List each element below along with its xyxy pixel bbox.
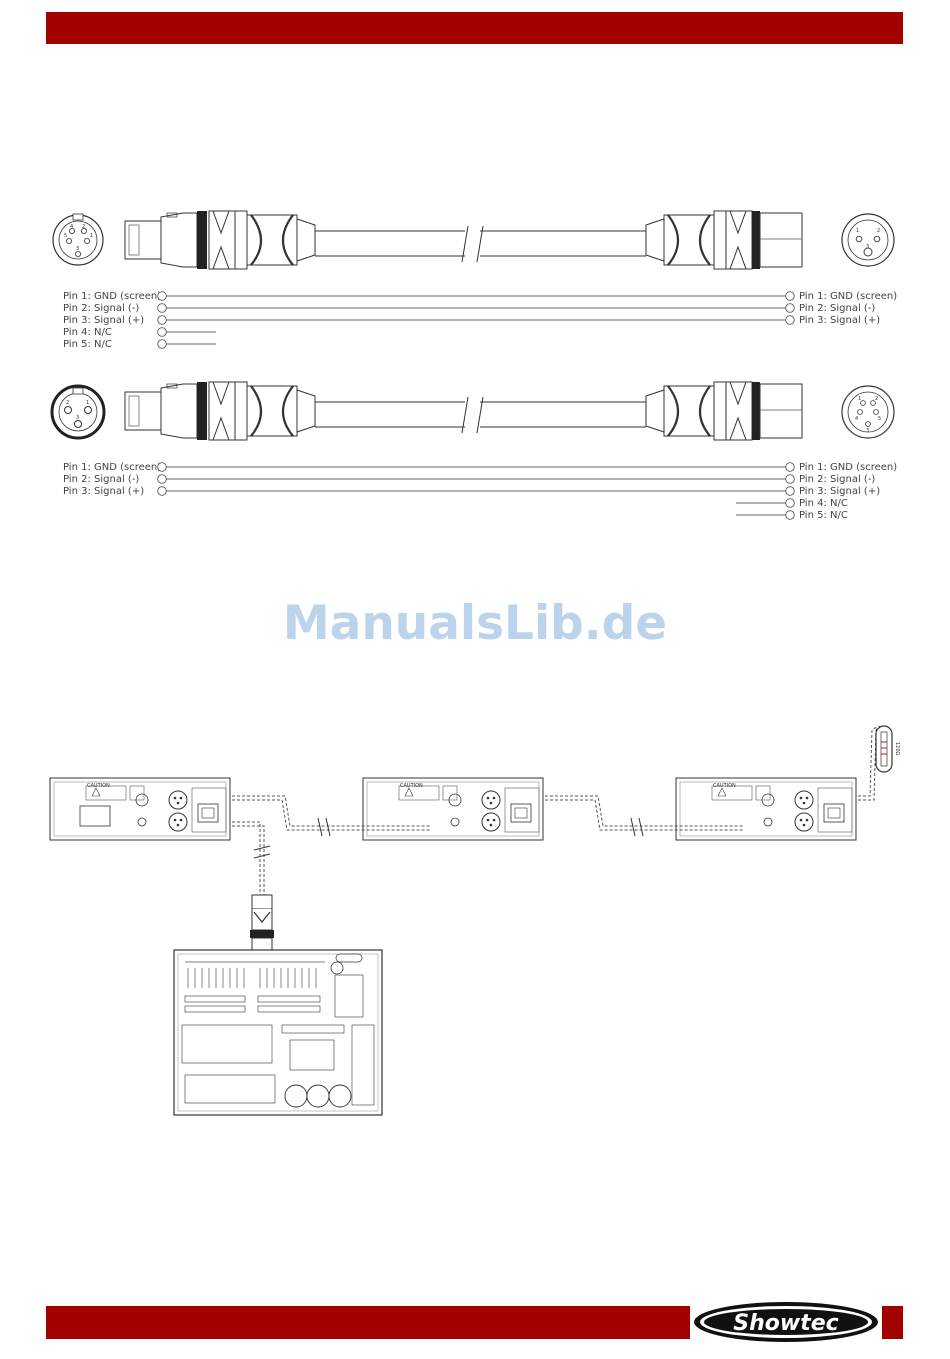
pin-digit: 2 [66,400,69,406]
left-pin-label: Pin 4: N/C [63,327,112,338]
resistor-label: 120Ω [894,742,900,756]
right-pin-label: Pin 3: Signal (+) [799,315,880,326]
pin-digit: 2 [82,224,85,230]
pin-digit: 3 [76,246,79,252]
pinout-5pin-to-3pin: Pin 1: GND (screen) Pin 2: Signal (-) Pi… [63,291,897,350]
cable-3pin-to-5pin: 2 1 3 4 5 3 1 2 Pin 1: GND ( [50,380,897,521]
lighting-controller [173,949,383,1116]
cable-5pin-to-3pin: 5 1 3 4 2 1 2 3 Pin 1: GND (screen) [52,209,897,350]
cable-body [315,396,646,434]
pinout-3pin-to-5pin: Pin 1: GND (screen) Pin 2: Signal (-) Pi… [63,462,897,521]
pin-digit: 1 [86,400,89,406]
watermark-text: ManualsLib.de [282,596,668,651]
right-pin-label: Pin 2: Signal (-) [799,303,875,314]
logo-text: Showtec [733,1311,838,1336]
dmx-chain: CAUTION CAUTION CAUTION [49,725,900,1116]
right-pin-label: Pin 3: Signal (+) [799,486,880,497]
showtec-logo: Showtec [694,1302,878,1342]
right-pin-label: Pin 5: N/C [799,510,848,521]
right-pin-label: Pin 4: N/C [799,498,848,509]
left-pin-label: Pin 1: GND (screen) [63,462,161,473]
pin-digit: 3 [866,244,869,250]
pin-digit: 5 [64,233,67,239]
left-pin-label: Pin 2: Signal (-) [63,303,139,314]
female-xlr-plug [123,209,317,271]
right-pin-label: Pin 1: GND (screen) [799,291,897,302]
left-pin-label: Pin 3: Signal (+) [63,315,144,326]
pin-digit: 4 [70,224,73,230]
caution-label: CAUTION [400,783,423,789]
cable-body [315,225,646,263]
top-header-bar [46,12,903,44]
male-xlr-plug [644,380,804,442]
male-5pin-face-connector: 4 5 3 1 2 [841,385,895,439]
female-xlr-plug [123,380,317,442]
pin-digit: 1 [856,228,859,234]
bottom-footer-bar-end [882,1306,903,1339]
right-pin-label: Pin 1: GND (screen) [799,462,897,473]
pin-digit: 2 [875,396,878,402]
pin-digit: 5 [878,416,881,422]
fixture-2: CAUTION [362,777,544,841]
pin-digit: 3 [76,415,79,421]
bottom-footer-bar [46,1306,690,1339]
female-5pin-face-connector: 5 1 3 4 2 [52,213,104,266]
left-pin-label: Pin 1: GND (screen) [63,291,161,302]
male-3pin-face-connector: 1 2 3 [841,213,895,267]
caution-label: CAUTION [87,783,110,789]
female-3pin-face-connector: 2 1 3 [50,384,106,440]
fixture-1: CAUTION [49,777,231,841]
right-pin-label: Pin 2: Signal (-) [799,474,875,485]
caution-label: CAUTION [713,783,736,789]
controller-plug [250,894,274,951]
left-pin-label: Pin 5: N/C [63,339,112,350]
pin-digit: 1 [858,396,861,402]
pin-digit: 2 [877,228,880,234]
left-pin-label: Pin 3: Signal (+) [63,486,144,497]
fixture-3: CAUTION [675,777,857,841]
pin-digit: 3 [866,428,869,434]
pin-digit: 1 [90,233,93,239]
pin-digit: 4 [855,416,858,422]
left-pin-label: Pin 2: Signal (-) [63,474,139,485]
male-xlr-plug [644,209,804,271]
terminator-resistor: 120Ω [875,725,900,773]
